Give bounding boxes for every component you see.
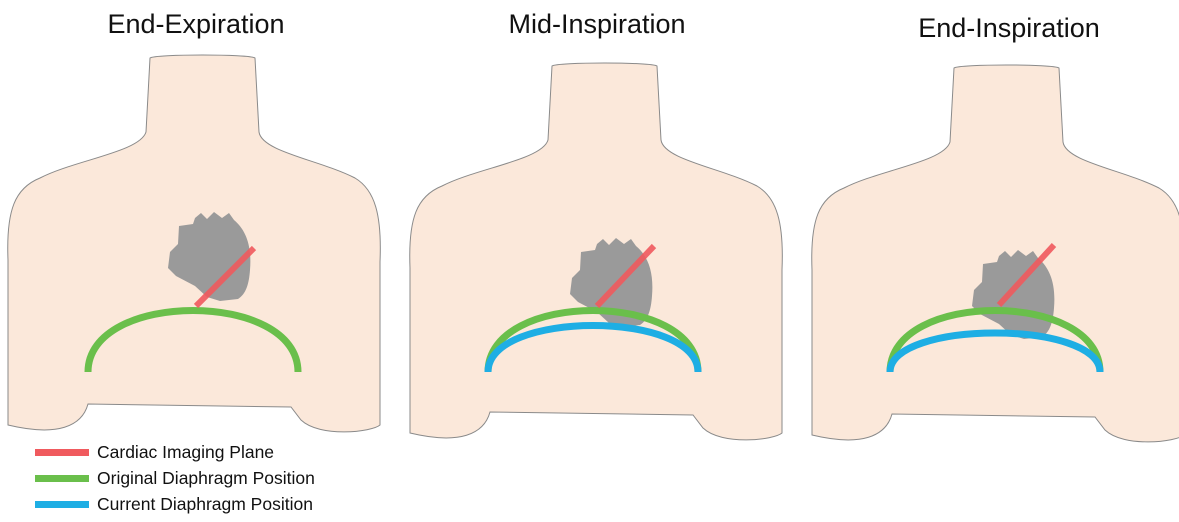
panel-title: Mid-Inspiration <box>508 9 685 39</box>
torso-outline <box>812 65 1179 442</box>
legend-label: Cardiac Imaging Plane <box>97 442 274 462</box>
legend: Cardiac Imaging Plane Original Diaphragm… <box>35 442 315 514</box>
panel-title: End-Inspiration <box>918 13 1100 43</box>
legend-swatch-blue <box>35 501 89 508</box>
legend-label: Current Diaphragm Position <box>97 494 313 514</box>
legend-item-current-diaphragm: Current Diaphragm Position <box>35 494 313 514</box>
legend-label: Original Diaphragm Position <box>97 468 315 488</box>
panel-title: End-Expiration <box>107 9 284 39</box>
legend-item-cardiac-imaging-plane: Cardiac Imaging Plane <box>35 442 274 462</box>
panel-end-expiration: End-Expiration <box>8 9 381 432</box>
panel-mid-inspiration: Mid-Inspiration <box>410 9 783 440</box>
panel-end-inspiration: End-Inspiration <box>812 13 1179 442</box>
legend-item-original-diaphragm: Original Diaphragm Position <box>35 468 315 488</box>
legend-swatch-green <box>35 475 89 482</box>
legend-swatch-red <box>35 449 89 456</box>
